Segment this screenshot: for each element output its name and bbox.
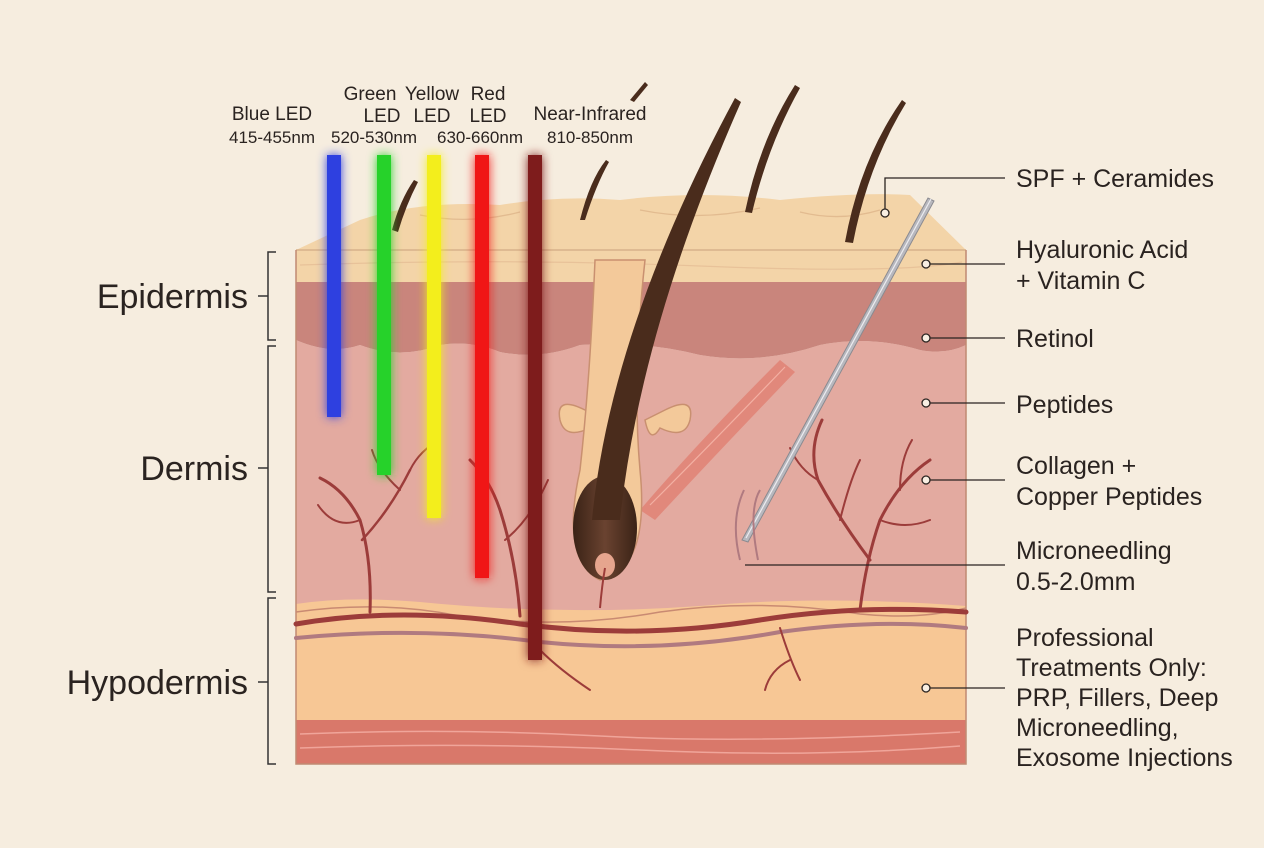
professional-label-3: PRP, Fillers, Deep bbox=[1016, 684, 1218, 712]
blue-led-beam bbox=[327, 155, 341, 417]
led-beams bbox=[327, 155, 542, 660]
retinol-label: Retinol bbox=[1016, 325, 1094, 353]
near-infrared-wavelength: 810-850nm bbox=[547, 128, 633, 147]
collagen-label-1: Collagen + bbox=[1016, 452, 1136, 480]
hyaluronic-label-2: + Vitamin C bbox=[1016, 267, 1145, 295]
green-led-label: Green bbox=[344, 84, 397, 105]
layer-brackets bbox=[258, 251, 276, 765]
stratum-corneum bbox=[296, 194, 966, 282]
hyaluronic-label-1: Hyaluronic Acid bbox=[1016, 236, 1188, 264]
red-led-sub: LED bbox=[470, 106, 507, 127]
red-led-beam bbox=[475, 155, 489, 578]
green-led-wavelength: 520-530nm bbox=[331, 128, 417, 147]
main-hair bbox=[592, 98, 741, 520]
muscle-layer bbox=[296, 720, 966, 764]
peptides-label: Peptides bbox=[1016, 391, 1113, 419]
professional-label-1: Professional bbox=[1016, 624, 1154, 652]
blood-vessels bbox=[293, 418, 969, 691]
near-infrared-beam bbox=[528, 155, 542, 660]
epidermis-label: Epidermis bbox=[97, 278, 248, 316]
blue-led-wavelength: 415-455nm bbox=[229, 128, 315, 147]
microneedling-label-2: 0.5-2.0mm bbox=[1016, 568, 1135, 596]
green-led-beam bbox=[377, 155, 391, 475]
green-led-sub: LED bbox=[364, 106, 401, 127]
dermis-label: Dermis bbox=[140, 450, 248, 488]
professional-label-2: Treatments Only: bbox=[1016, 654, 1207, 682]
spf-ceramides-label: SPF + Ceramides bbox=[1016, 165, 1214, 193]
professional-label-4: Microneedling, bbox=[1016, 714, 1179, 742]
yellow-led-beam bbox=[427, 155, 441, 518]
professional-label-5: Exosome Injections bbox=[1016, 744, 1233, 772]
arrector-muscle bbox=[640, 360, 795, 520]
red-led-label: Red bbox=[471, 84, 506, 105]
near-infrared-label: Near-Infrared bbox=[534, 104, 647, 125]
yellow-led-label: Yellow bbox=[405, 84, 460, 105]
leader-dots bbox=[880, 208, 931, 693]
yellow-led-sub: LED bbox=[414, 106, 451, 127]
hairs bbox=[392, 82, 906, 520]
blue-led-label: Blue LED bbox=[232, 104, 312, 125]
leader-lines bbox=[745, 177, 1005, 689]
hypodermis-label: Hypodermis bbox=[67, 664, 248, 702]
microneedle bbox=[741, 197, 935, 543]
ingredient-labels: SPF + Ceramides Hyaluronic Acid + Vitami… bbox=[1016, 165, 1233, 772]
collagen-label-2: Copper Peptides bbox=[1016, 483, 1202, 511]
led-labels: Blue LED 415-455nm Green LED 520-530nm Y… bbox=[229, 84, 647, 147]
red-led-wavelength: 630-660nm bbox=[437, 128, 523, 147]
microneedling-label-1: Microneedling bbox=[1016, 537, 1172, 565]
